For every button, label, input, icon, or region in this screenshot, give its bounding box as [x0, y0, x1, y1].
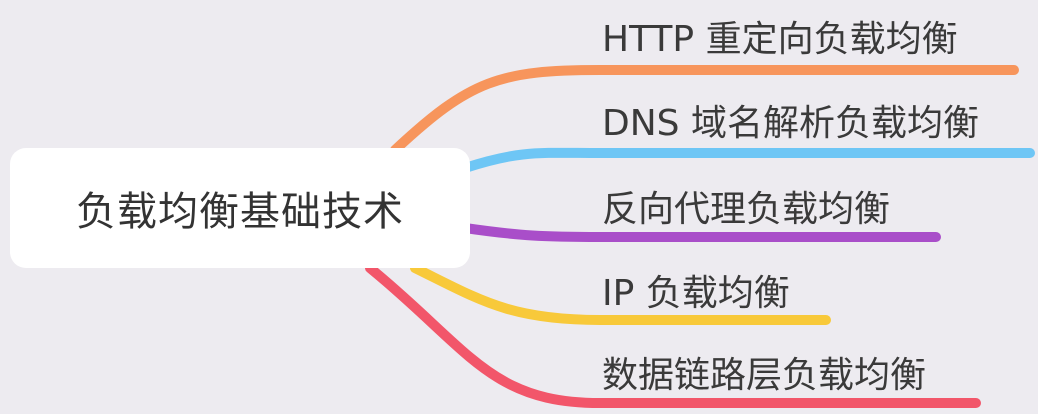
branch-label-reverse-proxy[interactable]: 反向代理负载均衡 — [602, 189, 891, 230]
branch-label-ip[interactable]: IP 负载均衡 — [602, 273, 790, 314]
branch-connector-data-link — [365, 263, 981, 408]
branch-connector-dns — [460, 147, 1035, 173]
branch-label-data-link[interactable]: 数据链路层负载均衡 — [602, 355, 927, 396]
central-topic-label: 负载均衡基础技术 — [76, 189, 404, 235]
branch-label-http-redirect[interactable]: HTTP 重定向负载均衡 — [602, 19, 958, 60]
branch-connector-reverse-proxy — [460, 223, 941, 242]
branch-label-dns[interactable]: DNS 域名解析负载均衡 — [602, 103, 979, 144]
branch-connector-http-redirect — [390, 65, 1019, 155]
branch-connector-ip — [410, 263, 831, 325]
central-topic-node[interactable]: 负载均衡基础技术 — [10, 148, 470, 268]
